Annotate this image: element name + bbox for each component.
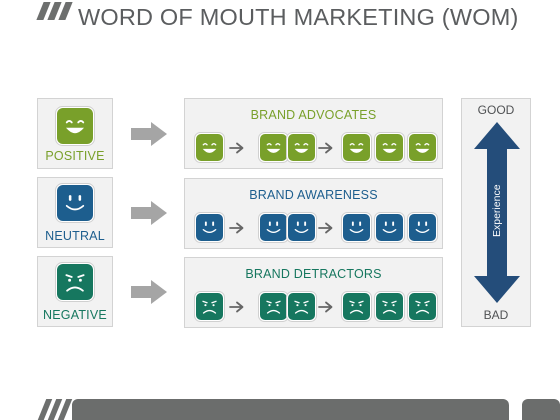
sad-face-icon bbox=[374, 291, 405, 327]
category-panel-neutral: NEUTRAL bbox=[37, 177, 113, 248]
sad-face-icon bbox=[341, 291, 372, 327]
experience-scale-panel: GOOD Experience BAD bbox=[461, 98, 531, 327]
happy-face-icon bbox=[286, 132, 317, 168]
category-label: NEUTRAL bbox=[45, 229, 105, 243]
happy-face-icon bbox=[194, 132, 225, 168]
section-title: BRAND ADVOCATES bbox=[250, 108, 377, 122]
arrow-right-icon bbox=[318, 141, 334, 159]
happy-face-icon bbox=[258, 132, 289, 168]
page-title: WORD OF MOUTH MARKETING (WOM) bbox=[78, 4, 519, 30]
category-panel-positive: POSITIVE bbox=[37, 98, 113, 169]
section-brand-advocates: BRAND ADVOCATES bbox=[184, 98, 443, 169]
sad-face-icon bbox=[194, 291, 225, 327]
scale-top-label: GOOD bbox=[477, 103, 515, 117]
smile-face-icon bbox=[194, 212, 225, 248]
happy-face-icon bbox=[407, 132, 438, 168]
sad-face-icon bbox=[55, 262, 95, 307]
double-arrow-icon bbox=[474, 122, 520, 303]
smile-face-icon bbox=[55, 183, 95, 228]
arrow-right-icon bbox=[229, 141, 245, 159]
scale-bottom-label: BAD bbox=[483, 308, 509, 322]
section-title: BRAND DETRACTORS bbox=[245, 267, 382, 281]
arrow-right-icon bbox=[229, 221, 245, 239]
smile-face-icon bbox=[286, 212, 317, 248]
section-title: BRAND AWARENESS bbox=[249, 188, 378, 202]
section-brand-awareness: BRAND AWARENESS bbox=[184, 178, 443, 249]
smile-face-icon bbox=[341, 212, 372, 248]
happy-face-icon bbox=[374, 132, 405, 168]
footer-bar-end bbox=[522, 399, 560, 420]
arrow-right-icon bbox=[131, 280, 167, 304]
section-brand-detractors: BRAND DETRACTORS bbox=[184, 257, 443, 328]
footer-bar bbox=[72, 399, 509, 420]
arrow-right-icon bbox=[131, 122, 167, 146]
smile-face-icon bbox=[258, 212, 289, 248]
happy-face-icon bbox=[55, 106, 95, 151]
smile-face-icon bbox=[374, 212, 405, 248]
sad-face-icon bbox=[407, 291, 438, 327]
scale-axis-label: Experience bbox=[491, 184, 503, 237]
category-label: POSITIVE bbox=[45, 149, 105, 163]
sad-face-icon bbox=[258, 291, 289, 327]
arrow-right-icon bbox=[131, 201, 167, 225]
sad-face-icon bbox=[286, 291, 317, 327]
category-label: NEGATIVE bbox=[43, 308, 107, 322]
arrow-right-icon bbox=[318, 221, 334, 239]
arrow-right-icon bbox=[229, 300, 245, 318]
smile-face-icon bbox=[407, 212, 438, 248]
category-panel-negative: NEGATIVE bbox=[37, 256, 113, 327]
happy-face-icon bbox=[341, 132, 372, 168]
arrow-right-icon bbox=[318, 300, 334, 318]
